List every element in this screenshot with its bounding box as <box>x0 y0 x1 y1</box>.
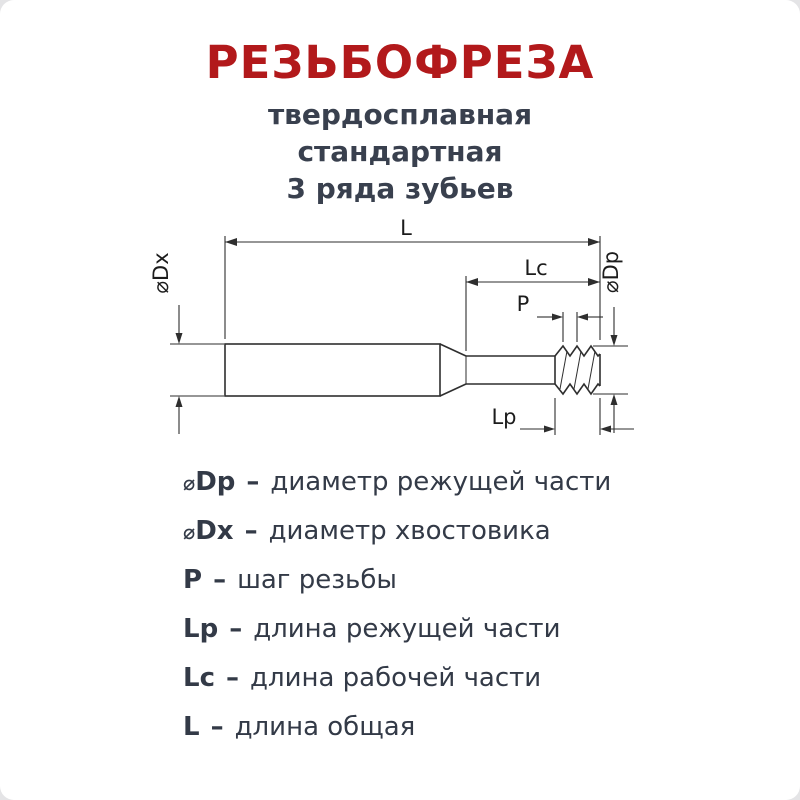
taper-bottom <box>439 383 467 397</box>
head-teeth-top <box>554 344 601 358</box>
legend: ⌀Dp – диаметр режущей части ⌀Dx – диамет… <box>0 467 800 761</box>
legend-item-lp: Lp – длина режущей части <box>183 614 800 663</box>
legend-description: шаг резьбы <box>237 565 397 595</box>
legend-symbol: Lp <box>183 614 218 644</box>
legend-symbol: P <box>183 565 202 595</box>
legend-symbol: Lc <box>183 663 215 693</box>
legend-item-dx: ⌀Dx – диаметр хвостовика <box>183 516 800 565</box>
legend-item-l: L – длина общая <box>183 712 800 761</box>
diameter-sign: ⌀ <box>183 520 196 544</box>
label-Dp: ⌀Dp <box>599 251 623 293</box>
arrow-L-left <box>225 238 237 246</box>
legend-description: длина режущей части <box>253 614 561 644</box>
label-Lc: Lc <box>524 256 547 280</box>
page-title: РЕЗЬБОФРЕЗА <box>205 36 595 89</box>
label-P: P <box>517 292 530 316</box>
dimension-lines <box>170 236 634 435</box>
arrow-Lp-left <box>544 425 555 433</box>
arrow-Dx-bottom <box>175 396 183 407</box>
subtitle-line-1: твердосплавная <box>267 98 533 131</box>
legend-description: диаметр хвостовика <box>268 516 551 546</box>
label-Dx: ⌀Dx <box>149 252 173 293</box>
legend-symbol-text: L <box>183 712 200 742</box>
legend-item-lc: Lc – длина рабочей части <box>183 663 800 712</box>
legend-symbol-text: Dx <box>195 516 234 546</box>
legend-symbol: ⌀Dp <box>183 467 235 497</box>
arrow-Lp-right <box>600 425 611 433</box>
legend-symbol-text: Lc <box>183 663 215 693</box>
legend-separator: – <box>229 614 243 644</box>
head-teeth-bottom <box>554 382 601 396</box>
dimension-labels: L Lc P Lp ⌀Dx ⌀Dp <box>149 216 623 429</box>
arrow-Dx-top <box>175 333 183 344</box>
legend-symbol: ⌀Dx <box>183 516 234 546</box>
legend-separator: – <box>246 467 260 497</box>
head-flutes <box>559 350 596 390</box>
arrow-L-right <box>588 238 600 246</box>
subtitle-line-2: стандартная <box>297 135 503 168</box>
arrow-Lc-right <box>588 278 600 286</box>
diameter-sign: ⌀ <box>183 471 196 495</box>
arrow-P-right <box>577 313 588 321</box>
legend-separator: – <box>213 565 227 595</box>
arrow-Lc-left <box>466 278 478 286</box>
legend-description: диаметр режущей части <box>270 467 612 497</box>
label-Lp: Lp <box>491 405 516 429</box>
legend-symbol: L <box>183 712 200 742</box>
arrow-Dp-top <box>610 335 618 346</box>
tool-outline <box>224 343 601 397</box>
shank <box>224 343 441 397</box>
arrow-P-left <box>552 313 563 321</box>
legend-description: длина рабочей части <box>249 663 542 693</box>
dimension-arrows <box>175 238 618 433</box>
legend-item-p: P – шаг резьбы <box>183 565 800 614</box>
legend-separator: – <box>244 516 258 546</box>
legend-description: длина общая <box>234 712 416 742</box>
legend-separator: – <box>225 663 239 693</box>
legend-symbol-text: Lp <box>183 614 219 644</box>
tool-diagram: L Lc P Lp ⌀Dx ⌀Dp <box>149 216 634 435</box>
legend-separator: – <box>210 712 224 742</box>
subtitle-block: твердосплавная стандартная 3 ряда зубьев <box>0 96 800 207</box>
legend-item-dp: ⌀Dp – диаметр режущей части <box>183 467 800 516</box>
legend-symbol-text: P <box>183 565 203 595</box>
subtitle-line-3: 3 ряда зубьев <box>286 172 514 205</box>
legend-symbol-text: Dp <box>195 467 236 497</box>
arrow-Dp-bottom <box>610 394 618 405</box>
taper-top <box>439 343 467 357</box>
label-L: L <box>400 216 412 240</box>
